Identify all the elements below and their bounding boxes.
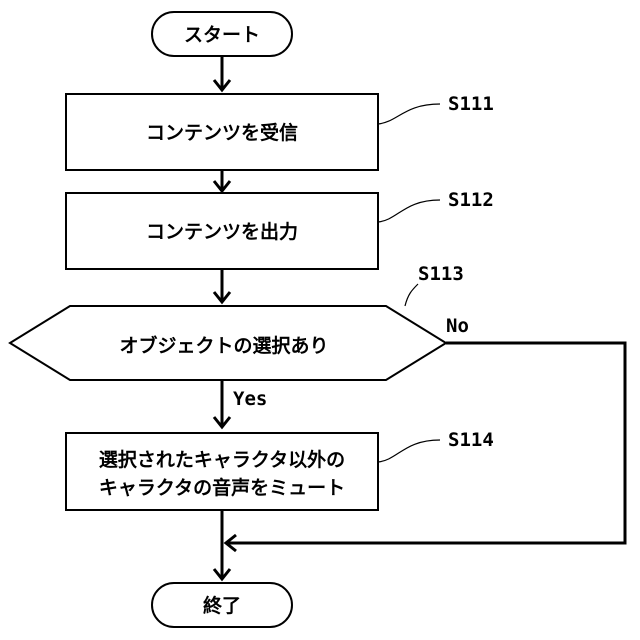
step-label-s113: S113	[405, 263, 464, 306]
step-label-s111-text: S111	[448, 93, 494, 115]
end-label: 終了	[203, 594, 241, 617]
start-terminal: スタート	[152, 12, 292, 56]
step-label-s112-text: S112	[448, 189, 494, 211]
process-s111: コンテンツを受信	[66, 94, 378, 170]
step-label-s111: S111	[378, 93, 494, 124]
process-s112-text: コンテンツを出力	[146, 220, 298, 243]
connector-s111-to-s112	[214, 170, 230, 191]
end-terminal: 終了	[152, 583, 292, 627]
process-s114-text-line1: 選択されたキャラクタ以外の	[99, 448, 345, 471]
yes-label: Yes	[233, 388, 267, 410]
step-label-s114: S114	[378, 429, 494, 462]
start-label: スタート	[184, 24, 260, 46]
no-label: No	[446, 315, 469, 337]
decision-s113-text: オブジェクトの選択あり	[119, 334, 328, 357]
process-s114-text-line2: キャラクタの音声をミュート	[99, 476, 345, 499]
process-s111-text: コンテンツを受信	[146, 121, 298, 144]
connector-yes-to-s114	[214, 380, 230, 427]
connector-start-to-s111	[214, 56, 230, 90]
step-label-s113-text: S113	[418, 263, 464, 285]
process-s112: コンテンツを出力	[66, 193, 378, 269]
step-label-s114-text: S114	[448, 429, 494, 451]
decision-s113: オブジェクトの選択あり	[10, 306, 446, 380]
step-label-s112: S112	[378, 189, 494, 222]
process-s114: 選択されたキャラクタ以外の キャラクタの音声をミュート	[66, 433, 378, 510]
connector-s112-to-s113	[214, 269, 230, 302]
